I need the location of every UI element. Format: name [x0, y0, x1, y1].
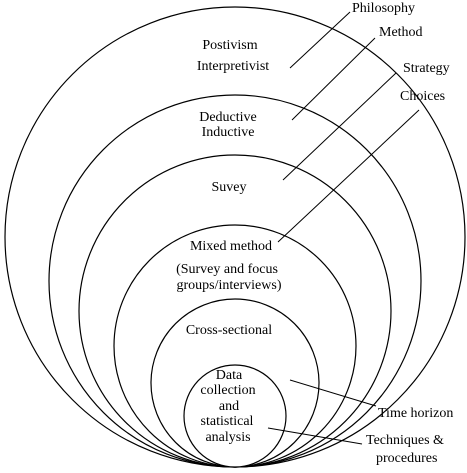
leader-techniques	[267, 427, 363, 445]
ring-techniques	[183, 364, 287, 468]
content-data: Data	[216, 368, 243, 383]
content-cross-sectional: Cross-sectional	[186, 323, 272, 338]
leader-time-horizon	[289, 379, 377, 407]
label-strategy: Strategy	[403, 61, 450, 76]
content-interpretivist: Interpretivist	[197, 59, 269, 74]
content-deductive: Deductive	[199, 110, 257, 125]
label-philosophy: Philosophy	[352, 1, 415, 16]
leader-choices	[277, 109, 420, 243]
content-mixed-method-detail-1: (Survey and focus	[176, 262, 278, 277]
leader-method	[291, 37, 376, 121]
label-time-horizon: Time horizon	[378, 406, 453, 421]
content-statistical: statistical	[201, 414, 254, 429]
content-mixed-method: Mixed method	[190, 239, 272, 254]
content-survey: Suvey	[212, 180, 247, 195]
leader-philosophy	[289, 11, 351, 69]
content-and: and	[219, 399, 239, 414]
label-techniques-line2: procedures	[376, 451, 437, 466]
content-inductive: Inductive	[202, 125, 255, 140]
content-postivism: Postivism	[202, 38, 257, 53]
leader-strategy	[282, 72, 397, 181]
content-mixed-method-detail-2: groups/interviews)	[177, 278, 282, 293]
content-collection: collection	[200, 383, 255, 398]
label-method: Method	[379, 25, 423, 40]
label-choices: Choices	[400, 89, 445, 104]
label-techniques-line1: Techniques &	[366, 433, 444, 448]
content-analysis: analysis	[205, 430, 250, 445]
